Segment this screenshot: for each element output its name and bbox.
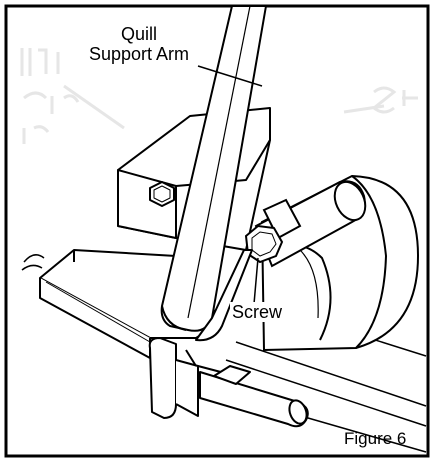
screw-label: Screw — [230, 302, 285, 322]
figure-caption: Figure 6 — [344, 429, 407, 448]
top-shaft — [254, 180, 367, 268]
bracket-bolt — [149, 181, 175, 207]
leader-lines — [197, 65, 263, 305]
support-arm — [160, 5, 267, 342]
screw-head — [244, 224, 284, 264]
figure-border — [4, 4, 430, 458]
clamp-assembly — [148, 337, 309, 428]
quill-support-arm-label: Quill Support Arm — [64, 24, 214, 64]
quill-label-line1: Quill — [120, 24, 157, 44]
quill-label-line2: Support Arm — [88, 44, 190, 64]
left-hinge — [21, 254, 45, 271]
